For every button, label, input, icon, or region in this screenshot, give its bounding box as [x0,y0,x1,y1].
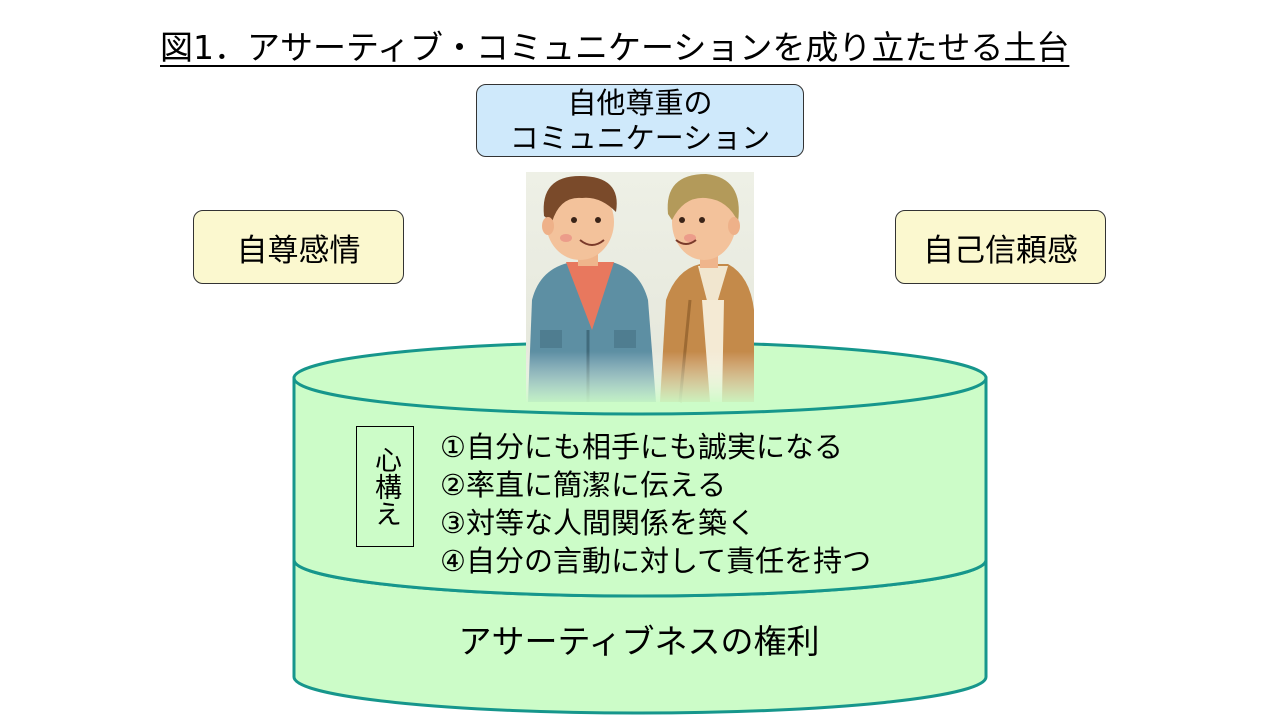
principles-list: ①自分にも相手にも誠実になる ②率直に簡潔に伝える ③対等な人間関係を築く ④自… [440,428,871,580]
principle-item: ①自分にも相手にも誠実になる [440,430,843,464]
assertiveness-rights-label: アサーティブネスの権利 [458,622,820,661]
mutual-respect-line-1: 自他尊重の [567,85,713,120]
self-trust-box: 自己信頼感 [895,210,1106,284]
friends-illustration [526,172,754,403]
mindset-cylinder-body [292,376,988,598]
mutual-respect-line-2: コミュニケーション [509,120,771,155]
mutual-respect-box: 自他尊重の コミュニケーション [476,84,804,157]
rights-cylinder-body [292,558,988,715]
page-title: 図1．アサーティブ・コミュニケーションを成り立たせる土台 [160,28,1070,67]
principle-item: ④自分の言動に対して責任を持つ [440,544,872,578]
mindset-label: 心構え [356,426,414,547]
self-esteem-box: 自尊感情 [193,210,404,284]
principle-item: ②率直に簡潔に伝える [440,468,727,502]
principle-item: ③対等な人間関係を築く [440,506,756,540]
